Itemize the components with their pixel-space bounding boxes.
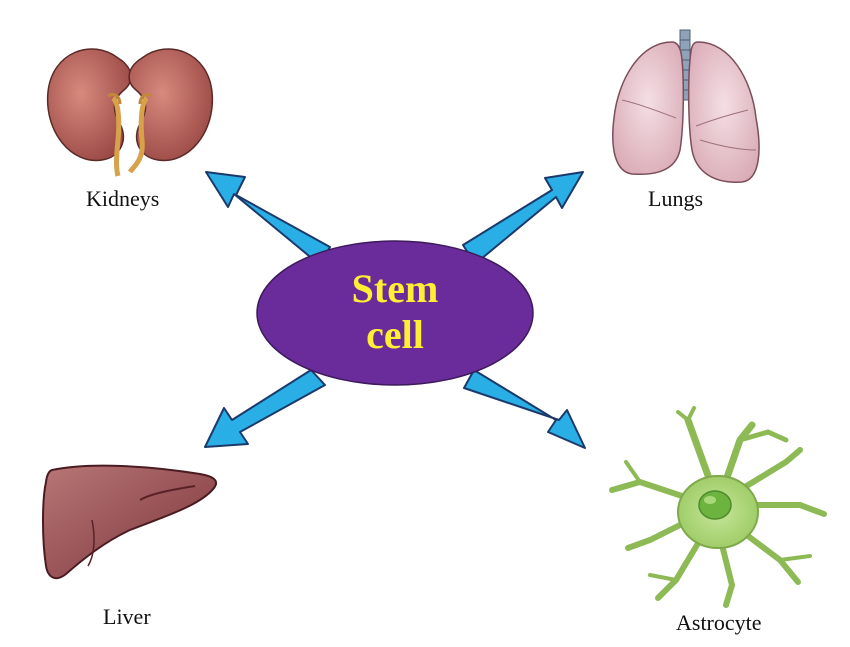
kidneys-label: Kidneys bbox=[86, 186, 160, 211]
liver-label: Liver bbox=[103, 604, 151, 629]
astrocyte-nucleus bbox=[698, 490, 732, 520]
stem-cell-line1: Stem bbox=[351, 266, 439, 311]
stem-cell-line2: cell bbox=[366, 312, 424, 357]
lungs-icon bbox=[612, 29, 760, 183]
arrow-to-liver bbox=[204, 369, 326, 448]
lungs-label: Lungs bbox=[648, 186, 703, 211]
arrow-to-lungs bbox=[462, 171, 584, 265]
astrocyte-icon bbox=[609, 406, 827, 608]
liver-icon bbox=[42, 464, 218, 580]
astrocyte-label: Astrocyte bbox=[676, 610, 762, 635]
stem-cell-ellipse bbox=[256, 240, 534, 386]
arrow-to-astrocyte bbox=[463, 369, 586, 449]
kidneys-icon bbox=[46, 48, 214, 177]
arrow-to-kidneys bbox=[205, 171, 331, 266]
stem-cell-title: Stem cell bbox=[295, 266, 495, 358]
astrocyte-nucleus-highlight bbox=[704, 496, 716, 504]
